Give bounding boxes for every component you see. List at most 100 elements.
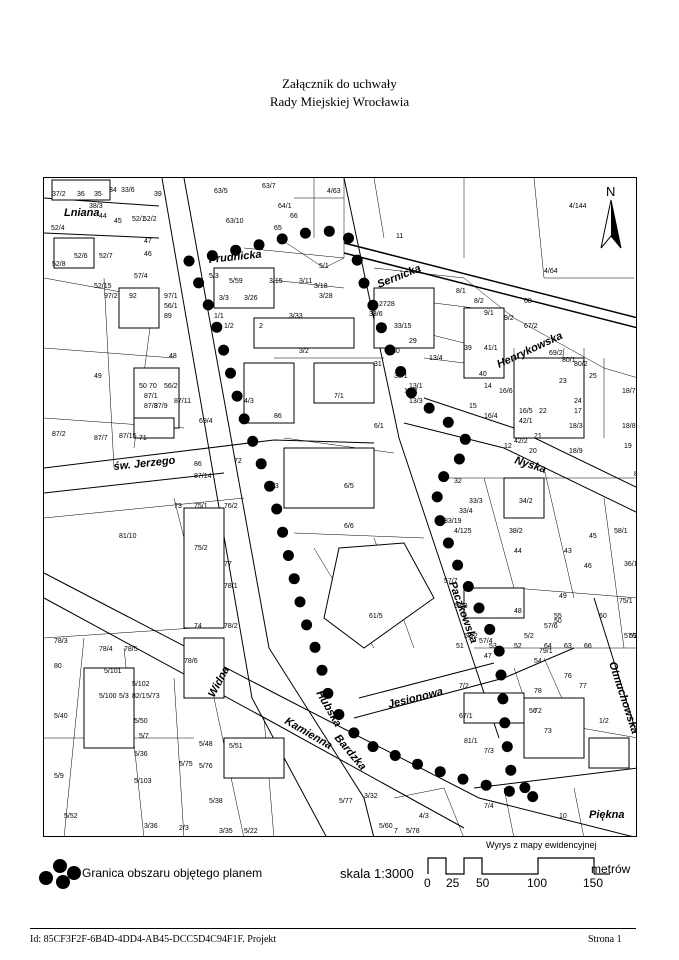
boundary-dot: [453, 453, 465, 465]
parcel-number: 5/76: [199, 763, 213, 770]
boundary-dot: [206, 250, 218, 262]
parcel-number: 3/11: [299, 278, 312, 285]
parcel-number: 48: [169, 353, 177, 360]
parcel-number: 8/2: [474, 298, 484, 305]
parcel-number: 13/1: [409, 383, 423, 390]
parcel-number: 42/1: [519, 418, 533, 425]
parcel-number: 1/2: [599, 718, 609, 725]
parcel-number: 76: [564, 673, 572, 680]
scale-tick-25: 25: [446, 876, 460, 890]
parcel-number: 5/36: [134, 751, 148, 758]
parcel-number: 5/1: [319, 263, 329, 270]
parcel-number: 52/4: [51, 225, 65, 232]
boundary-dot: [253, 239, 265, 251]
parcel-number: 27: [379, 301, 387, 308]
parcel-number: 24: [574, 398, 582, 405]
boundary-dot: [316, 664, 328, 676]
parcel-number: 80/2: [574, 361, 588, 368]
parcel-number: 5/52: [64, 813, 78, 820]
parcel-number: 97/1: [164, 293, 178, 300]
parcel-number: 71: [139, 435, 147, 442]
parcel-number: 3/36: [144, 823, 158, 830]
boundary-dot: [505, 764, 517, 776]
plan-boundary: [183, 225, 539, 803]
boundary-dot: [231, 390, 243, 402]
parcel-number: 29: [409, 338, 417, 345]
street-label-nyska: Nyska: [513, 454, 548, 475]
parcel-number: 5/51: [229, 743, 243, 750]
parcel-number: 23: [559, 378, 567, 385]
parcel-number: 5/7: [139, 733, 149, 740]
boundary-dot: [225, 367, 236, 379]
boundary-dot: [480, 779, 492, 791]
parcel-number: 33/6: [121, 187, 135, 194]
parcel-number: 6/1: [374, 423, 384, 430]
parcel-number: 80: [54, 663, 62, 670]
road-jerzego-edge1: [44, 439, 375, 469]
parcel-number: 5/2: [524, 633, 534, 640]
parcel-number: 43: [564, 548, 572, 555]
boundary-dot: [434, 515, 446, 527]
boundary-dot: [202, 299, 214, 311]
parcel-number: 5/3: [119, 693, 129, 700]
parcel-number: 1/2: [224, 323, 234, 330]
parcel-number: 45: [114, 218, 122, 225]
boundary-dot: [405, 387, 417, 399]
road-jesionowa-edge2: [358, 662, 495, 699]
parcel-number: 2: [259, 323, 263, 330]
map-svg: N Lniana Prudnicka Sernicka Henrykowska …: [44, 178, 636, 836]
parcel-number: 70: [149, 383, 157, 390]
parcel-number: 9/1: [484, 310, 494, 317]
road-piekna-edge: [473, 767, 636, 789]
parcel-number: 33/15: [394, 323, 412, 330]
boundary-dot: [484, 623, 496, 635]
boundary-dot: [238, 413, 250, 425]
scale-tick-50: 50: [476, 876, 490, 890]
parcel-number: 78/2: [224, 623, 238, 630]
street-label-piekna: Piękna: [589, 809, 624, 821]
parcel-number: 52/7: [99, 253, 113, 260]
parcel-number: 87/1: [144, 393, 158, 400]
parcel-number: 75/1: [194, 503, 208, 510]
boundary-dot: [211, 321, 223, 333]
parcel-number: 16/5: [519, 408, 533, 415]
boundary-dot: [276, 233, 288, 245]
parcel-number: 6/3: [269, 483, 279, 490]
parcel-number: 78/4: [99, 646, 113, 653]
boundary-dot: [375, 322, 387, 334]
parcel-number: 80/1: [562, 357, 576, 364]
street-label-lniana: Lniana: [64, 207, 99, 219]
boundary-dot: [442, 416, 454, 428]
parcel-number: 64: [544, 643, 552, 650]
parcel-number: 56: [529, 708, 537, 715]
rail-track-1: [343, 242, 636, 319]
parcel-number: 13/2: [404, 388, 418, 395]
boundary-dot: [299, 227, 311, 239]
road-hubska-east-edge: [183, 178, 375, 836]
parcel-number: 28: [387, 301, 395, 308]
parcel-number: 50: [554, 618, 562, 625]
parcel-number: 32: [454, 478, 462, 485]
parcel-number: 5/78: [406, 828, 420, 835]
parcel-number: 17: [574, 408, 582, 415]
boundary-dot: [367, 299, 379, 311]
parcel-number: 78/6: [184, 658, 198, 665]
road-jerzego-edge2: [44, 472, 225, 494]
boundary-dot: [389, 750, 401, 761]
parcel-number: 5/22: [244, 828, 258, 835]
parcel-number: 47: [484, 653, 492, 660]
parcel-number: 3/26: [244, 295, 258, 302]
parcel-number: 69/2: [549, 350, 563, 357]
parcel-number: 81/1: [464, 738, 478, 745]
parcel-number: 4/144: [569, 203, 587, 210]
parcel-number: 87/7: [94, 435, 108, 442]
boundary-dot: [412, 758, 423, 770]
boundary-dot: [495, 669, 507, 681]
boundary-dot: [459, 433, 471, 445]
boundary-dot: [288, 573, 300, 585]
parcel-number: 49: [94, 373, 102, 380]
parcel-number: 5/101: [104, 668, 122, 675]
parcel-number: 33/4: [459, 508, 473, 515]
boundary-dot: [503, 785, 515, 797]
parcel-number: 82/1: [132, 693, 146, 700]
